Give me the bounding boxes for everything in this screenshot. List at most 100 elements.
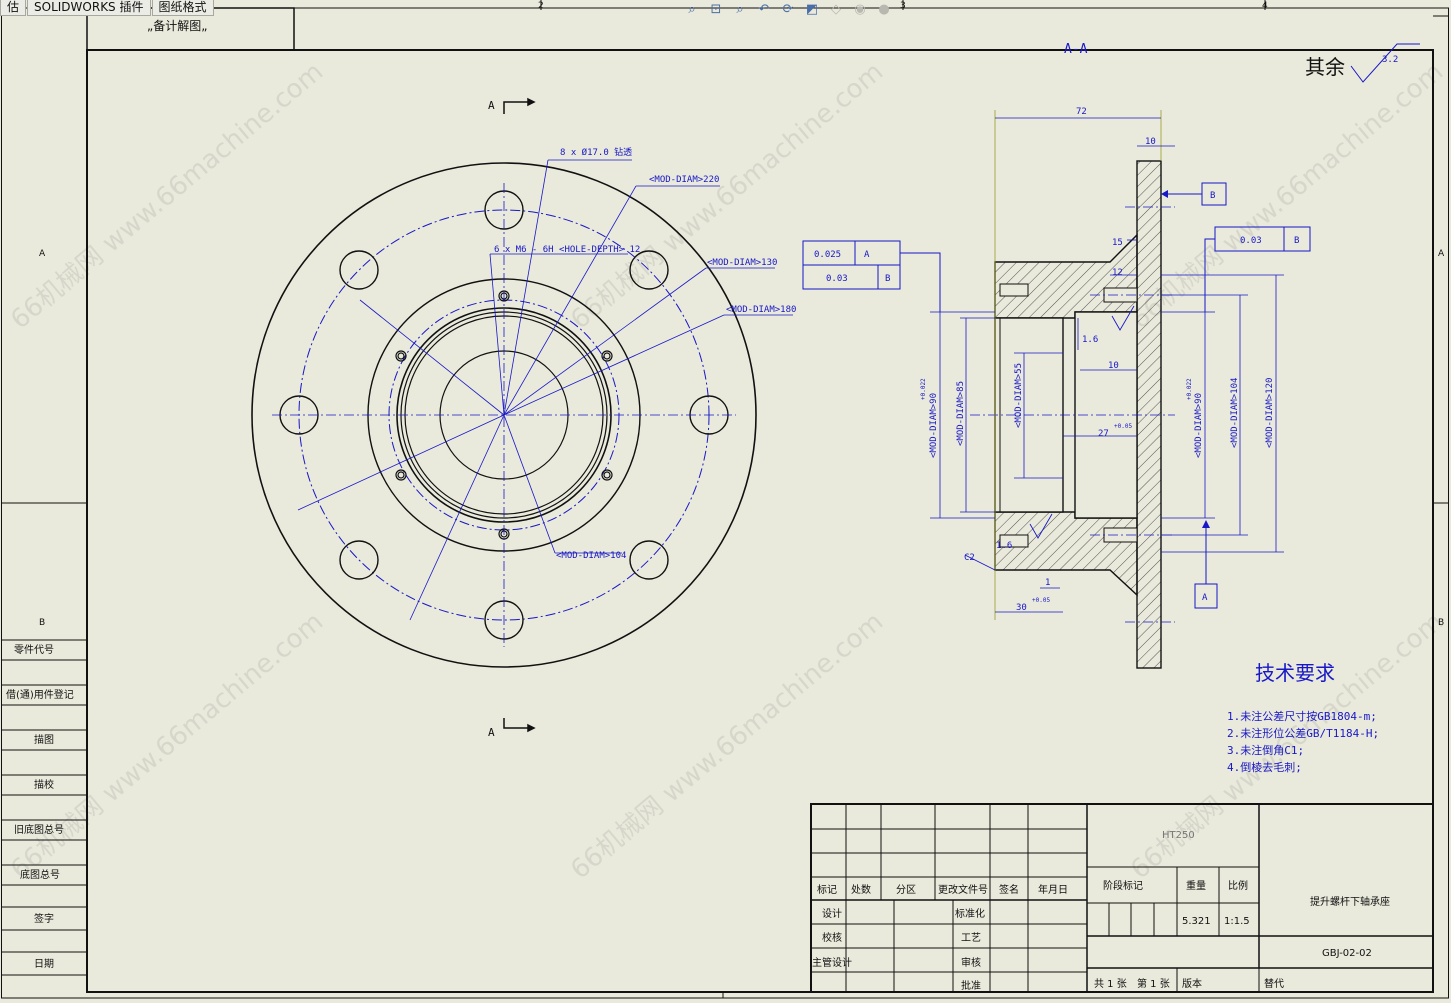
technical-requirements: 技术要求 1.未注公差尺寸按GB1804-m; 2.未注形位公差GB/T1184… xyxy=(1227,661,1379,774)
section-view-label: A-A xyxy=(1064,42,1088,57)
previous-view-icon[interactable]: ↶ xyxy=(758,2,770,17)
grid-label: A xyxy=(39,249,46,259)
watermark-text: 66机械网 www.66machine.com xyxy=(565,57,889,336)
role-label: 标准化 xyxy=(955,907,985,920)
fcf-left-ref-1: A xyxy=(864,250,870,260)
sheets-total: 共 1 张 xyxy=(1094,978,1127,990)
dim-diam-90-right-tolerance: +0.022 xyxy=(1186,378,1193,400)
tab-bar: 估 SOLIDWORKS 插件 图纸格式 xyxy=(0,0,215,16)
dim-diam-104-right: <MOD-DIAM>104 xyxy=(1230,378,1240,448)
left-cell-label: 零件代号 xyxy=(14,644,54,656)
material-value: HT250 xyxy=(1162,830,1195,841)
watermark-text: 66机械网 www.66machine.com xyxy=(5,57,329,336)
view-orientation-icon[interactable]: ◇ xyxy=(831,2,841,17)
section-mark-a-bottom: A xyxy=(488,726,495,739)
dim-diam-120: <MOD-DIAM>120 xyxy=(1265,378,1275,448)
left-cell-label: 底图总号 xyxy=(20,868,60,881)
rev-header: 处数 xyxy=(851,883,871,896)
dim-30-tolerance: +0.05 xyxy=(1032,597,1050,604)
hide-show-icon[interactable]: ◉ xyxy=(854,2,866,17)
dim-27-tolerance: +0.05 xyxy=(1114,423,1132,430)
stage-label: 阶段标记 xyxy=(1103,879,1143,892)
tech-item: 1.未注公差尺寸按GB1804-m; xyxy=(1227,709,1377,723)
dim-diam-130: <MOD-DIAM>130 xyxy=(707,258,777,268)
dim-30: 30 xyxy=(1016,603,1027,613)
tech-item: 2.未注形位公差GB/T1184-H; xyxy=(1227,726,1379,740)
left-column-table xyxy=(1,639,87,976)
fcf-right-ref: B xyxy=(1294,236,1299,246)
fcf-left-value-1: 0.025 xyxy=(814,250,841,260)
datum-b-label: B xyxy=(1210,191,1215,201)
rev-header: 更改文件号 xyxy=(938,883,988,896)
front-view-dimensions: 8 x Ø17.0 钻透 <MOD-DIAM>220 6 x M6 - 6H <… xyxy=(494,146,796,561)
dim-10-mid: 10 xyxy=(1108,361,1119,371)
role-label: 审核 xyxy=(961,956,981,969)
left-cell-label: 日期 xyxy=(34,958,54,970)
title-block-text: HT250 提升螺杆下轴承座 GBJ-02-02 标记 处数 分区 更改文件号 … xyxy=(812,830,1390,992)
grid-label: 2 xyxy=(538,1,544,11)
rev-header: 分区 xyxy=(896,884,916,896)
grid-label: 4 xyxy=(1262,1,1268,11)
grid-label: 3 xyxy=(900,1,906,11)
zoom-to-fit-icon[interactable]: ⌕ xyxy=(688,2,696,17)
rev-header: 标记 xyxy=(817,884,837,896)
dim-diam-104: <MOD-DIAM>104 xyxy=(556,551,626,561)
datum-a-label: A xyxy=(1202,593,1208,603)
display-style-icon[interactable]: ◩ xyxy=(805,2,819,17)
role-label: 工艺 xyxy=(961,932,981,944)
dim-chamfer-c2: C2 xyxy=(964,553,975,563)
zoom-area-icon[interactable]: ⊡ xyxy=(710,2,722,17)
tech-item: 3.未注倒角C1; xyxy=(1227,743,1304,757)
tab-solidworks-addins[interactable]: SOLIDWORKS 插件 xyxy=(27,0,151,16)
watermark-text: 66机械网 www.66machine.com xyxy=(1125,57,1449,336)
zoom-in-out-icon[interactable]: ⌕ xyxy=(736,2,744,17)
left-column-labels: 零件代号 借(通)用件登记 描图 描校 旧底图总号 底图总号 签字 日期 xyxy=(6,644,74,970)
grid-label: A xyxy=(1438,249,1445,259)
drawing-number: GBJ-02-02 xyxy=(1322,948,1372,959)
dim-diam-85: <MOD-DIAM>85 xyxy=(956,381,966,446)
dim-diam-180: <MOD-DIAM>180 xyxy=(726,305,796,315)
dim-diam-90-right: <MOD-DIAM>90 xyxy=(1194,393,1204,458)
role-label: 校核 xyxy=(822,931,842,944)
dim-roughness-1-6-upper: 1.6 xyxy=(1082,335,1098,345)
dim-12: 12 xyxy=(1112,268,1123,278)
part-name: 提升螺杆下轴承座 xyxy=(1310,895,1390,908)
tech-title: 技术要求 xyxy=(1255,661,1335,685)
version-label: 版本 xyxy=(1182,977,1202,990)
fcf-right-value: 0.03 xyxy=(1240,236,1262,246)
left-cell-label: 旧底图总号 xyxy=(14,823,64,836)
left-cell-label: 借(通)用件登记 xyxy=(6,688,74,701)
dim-diam-55: <MOD-DIAM>55 xyxy=(1014,363,1024,428)
section-view xyxy=(802,110,1311,669)
roughness-prefix: 其余 xyxy=(1305,55,1345,79)
role-label: 设计 xyxy=(822,907,842,920)
tab-sheet-format[interactable]: 图纸格式 xyxy=(151,0,214,16)
header-stub-text: „备计解图„ xyxy=(147,19,207,33)
replace-label: 替代 xyxy=(1264,977,1284,990)
dim-diam-90-left: <MOD-DIAM>90 xyxy=(929,393,939,458)
fcf-left-value-2: 0.03 xyxy=(826,274,848,284)
tab-estimate[interactable]: 估 xyxy=(0,0,27,16)
dim-15: 15 xyxy=(1112,238,1123,248)
title-block xyxy=(810,803,1434,993)
dim-diam-220: <MOD-DIAM>220 xyxy=(649,175,719,185)
dim-1: 1 xyxy=(1045,578,1050,588)
role-label: 主管设计 xyxy=(812,956,852,969)
holes-callout: 8 x Ø17.0 钻透 xyxy=(560,146,632,158)
roughness-value: 3.2 xyxy=(1382,55,1398,65)
dim-27: 27 xyxy=(1098,429,1109,439)
dim-diam-90-left-tolerance: +0.022 xyxy=(920,378,927,400)
grid-label: B xyxy=(39,618,45,628)
heads-up-view-toolbar: ⌕ ⊡ ⌕ ↶ ⟳ ◩ ◇ ◉ ● xyxy=(682,2,894,18)
threads-callout: 6 x M6 - 6H <HOLE-DEPTH> 12 xyxy=(494,245,640,255)
appearance-icon[interactable]: ● xyxy=(878,2,890,17)
grid-label: B xyxy=(1438,618,1444,628)
scale-value: 1:1.5 xyxy=(1224,916,1250,927)
left-cell-label: 描校 xyxy=(34,778,54,791)
section-view-dimensions: 72 10 15 12 1.6 10 27 +0.05 1.6 C2 1 30 … xyxy=(814,107,1299,613)
scale-label: 比例 xyxy=(1228,879,1248,892)
rev-header: 签名 xyxy=(999,883,1019,896)
weight-value: 5.321 xyxy=(1182,916,1211,927)
rotate-icon[interactable]: ⟳ xyxy=(782,2,794,17)
